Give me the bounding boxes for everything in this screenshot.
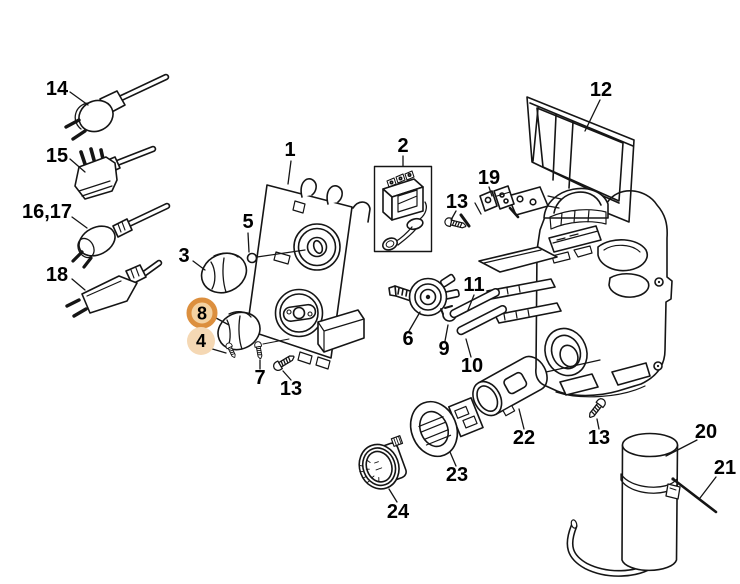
housing-drawing bbox=[478, 96, 673, 398]
part-label-2: 2 bbox=[397, 135, 409, 157]
part-label-13b: 13 bbox=[445, 191, 469, 213]
part-label-18: 18 bbox=[45, 264, 69, 286]
control-panel-drawing bbox=[246, 178, 371, 370]
gauge-drawing bbox=[358, 435, 407, 490]
part-label-8-highlighted: 8 bbox=[186, 297, 218, 329]
part-label-19: 19 bbox=[477, 167, 501, 189]
part-label-21: 21 bbox=[713, 457, 737, 479]
part-label-6: 6 bbox=[402, 328, 414, 350]
part-label-23: 23 bbox=[445, 464, 469, 486]
sleeve-drawing bbox=[472, 355, 548, 417]
capacitor-drawing bbox=[620, 432, 681, 572]
part-label-13c: 13 bbox=[587, 427, 611, 449]
plug-15-drawing bbox=[74, 145, 157, 200]
part-label-20: 20 bbox=[694, 421, 718, 443]
part-label-24: 24 bbox=[386, 501, 410, 523]
plug-18-drawing bbox=[65, 259, 163, 318]
part-label-1: 1 bbox=[284, 139, 296, 161]
part-label-7: 7 bbox=[254, 367, 266, 389]
part-label-5: 5 bbox=[242, 211, 254, 233]
part-label-14: 14 bbox=[45, 78, 69, 100]
knob-8-drawing bbox=[217, 310, 261, 351]
part-label-22: 22 bbox=[512, 427, 536, 449]
part-label-10: 10 bbox=[460, 355, 484, 377]
part-label-11: 11 bbox=[463, 274, 485, 296]
part-label-9: 9 bbox=[438, 338, 450, 360]
plug-14-drawing bbox=[64, 73, 170, 141]
tube-drawing bbox=[449, 287, 508, 336]
plug-16-17-drawing bbox=[71, 202, 171, 269]
part-label-16-17: 16,17 bbox=[21, 201, 73, 223]
bracket-19-drawing bbox=[459, 185, 520, 228]
part-label-15: 15 bbox=[45, 145, 69, 167]
part-label-4-highlighted: 4 bbox=[187, 327, 215, 355]
part-label-3: 3 bbox=[178, 245, 190, 267]
oring-drawing bbox=[246, 249, 306, 264]
valve-drawing bbox=[388, 273, 460, 317]
hose-drawing bbox=[566, 519, 656, 577]
ring-drawing bbox=[409, 397, 484, 458]
switch-drawing bbox=[373, 165, 433, 253]
knob-3-drawing bbox=[200, 252, 248, 294]
part-label-12: 12 bbox=[589, 79, 613, 101]
cable-tie-drawing bbox=[671, 477, 718, 514]
leader-lines bbox=[69, 91, 717, 503]
part-label-13a: 13 bbox=[279, 378, 303, 400]
